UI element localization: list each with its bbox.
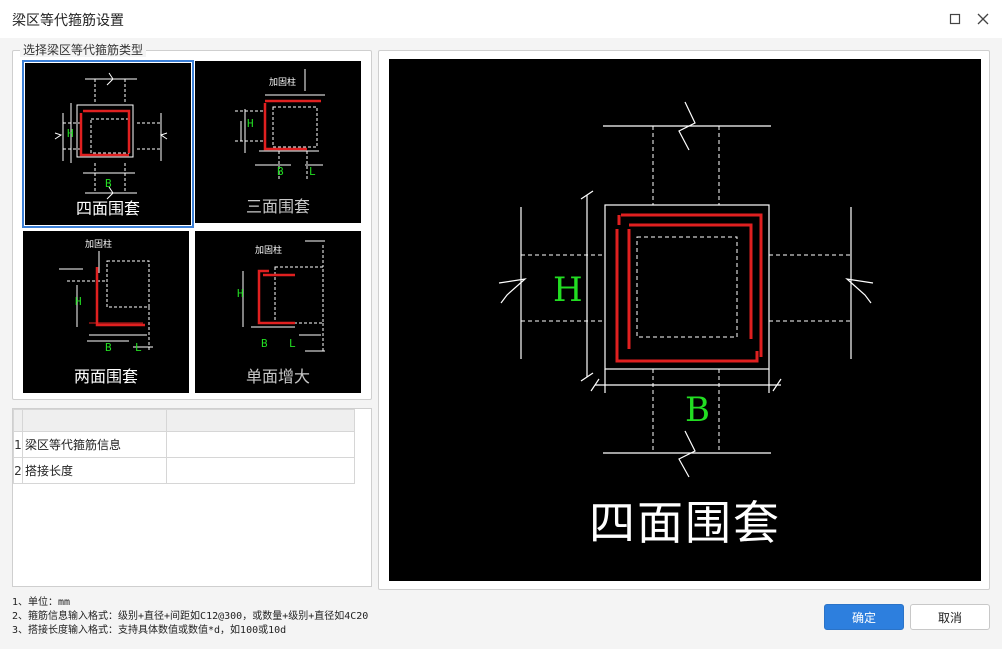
type-group-box: 选择梁区等代箍筋类型	[12, 43, 372, 400]
svg-text:H: H	[237, 287, 244, 300]
property-name-stirrup-info: 梁区等代箍筋信息	[22, 431, 167, 458]
option-four-side-jacket[interactable]: H B 四面围套	[22, 60, 194, 228]
ok-button[interactable]: 确定	[824, 604, 904, 630]
svg-text:B: B	[277, 165, 284, 178]
svg-text:B: B	[105, 341, 112, 354]
svg-text:B: B	[105, 177, 112, 190]
three-side-jacket-diagram: 加固柱 H	[235, 69, 325, 181]
close-icon[interactable]	[972, 8, 994, 30]
column-header-name	[22, 409, 167, 432]
window-title: 梁区等代箍筋设置	[12, 13, 124, 29]
preview-type-label: 四面围套	[589, 496, 781, 550]
instructions: 1、单位：mm 2、箍筋信息输入格式：级别+直径+间距如C12@300，或数量+…	[12, 596, 368, 638]
svg-text:L: L	[309, 165, 316, 178]
row-number: 2	[13, 457, 23, 484]
svg-text:H: H	[247, 117, 254, 130]
one-side-enlarge-diagram: 加固柱 H B L	[237, 240, 325, 352]
maximize-icon[interactable]	[944, 8, 966, 30]
note-line: 2、箍筋信息输入格式：级别+直径+间距如C12@300，或数量+级别+直径如4C…	[12, 611, 369, 622]
svg-text:加固柱: 加固柱	[269, 76, 296, 88]
dialog-body: 选择梁区等代箍筋类型	[0, 38, 1002, 649]
svg-text:L: L	[289, 337, 296, 350]
option-two-side-jacket[interactable]: 加固柱 H B L	[23, 231, 189, 393]
svg-text:加固柱: 加固柱	[255, 244, 282, 256]
svg-text:加固柱: 加固柱	[85, 238, 112, 250]
dimension-b-label: B	[685, 390, 710, 430]
preview-panel: H B 四面围套	[378, 50, 990, 590]
svg-text:L: L	[135, 341, 142, 354]
option-label: 四面围套	[75, 199, 140, 218]
property-value-stirrup-info[interactable]	[166, 431, 355, 458]
four-side-jacket-diagram: H B	[54, 72, 168, 200]
title-bar: 梁区等代箍筋设置	[0, 0, 1002, 38]
option-three-side-jacket[interactable]: 加固柱 H	[195, 61, 361, 223]
svg-text:H: H	[75, 295, 82, 308]
row-number: 1	[13, 431, 23, 458]
preview-canvas: H B 四面围套	[389, 59, 981, 581]
table-row: 2 搭接长度	[13, 457, 355, 484]
svg-text:H: H	[67, 127, 74, 140]
property-table: 1 梁区等代箍筋信息 2 搭接长度	[12, 408, 372, 587]
option-label: 单面增大	[245, 367, 310, 386]
option-label: 三面围套	[245, 197, 310, 216]
row-number-header	[13, 409, 23, 432]
dimension-h-label: H	[553, 270, 583, 310]
property-value-lap-length[interactable]	[166, 457, 355, 484]
option-label: 两面围套	[73, 367, 138, 386]
column-header-value	[166, 409, 355, 432]
property-name-lap-length: 搭接长度	[22, 457, 167, 484]
type-group-legend: 选择梁区等代箍筋类型	[20, 43, 147, 57]
note-line: 3、搭接长度输入格式：支持具体数值或数值*d，如100或10d	[12, 625, 287, 636]
table-row: 1 梁区等代箍筋信息	[13, 431, 355, 458]
option-one-side-enlarge[interactable]: 加固柱 H B L 单面增大	[195, 231, 361, 393]
svg-text:B: B	[261, 337, 268, 350]
table-header-row	[13, 409, 355, 432]
note-line: 1、单位：mm	[12, 597, 71, 608]
cancel-button[interactable]: 取消	[910, 604, 990, 630]
preview-diagram: H B	[498, 101, 874, 478]
two-side-jacket-diagram: 加固柱 H B L	[59, 238, 153, 354]
